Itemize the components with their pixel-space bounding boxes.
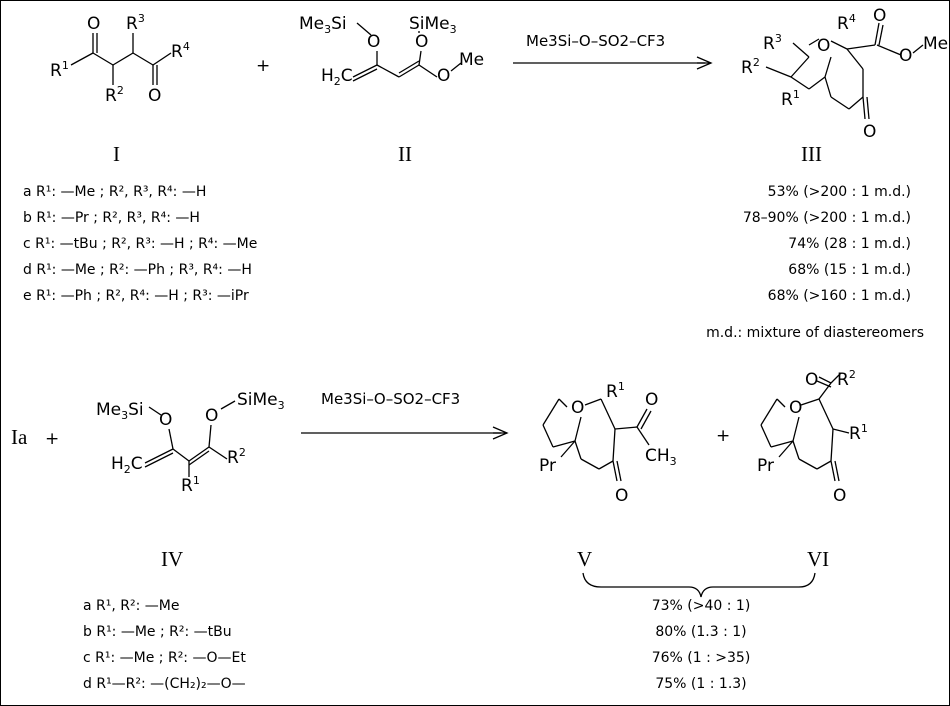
plus-sign-3: + — [716, 426, 730, 446]
reactant-Ia-label: Ia — [11, 425, 28, 449]
scheme2-yield-a: 73% (>40 : 1) — [652, 598, 751, 614]
svg-text:R1: R1 — [781, 88, 800, 110]
scheme1-row-b: b R¹: —Pr ; R², R³, R⁴: —H — [23, 210, 200, 226]
svg-text:O: O — [899, 46, 912, 66]
svg-text:Me: Me — [459, 50, 484, 70]
product-brace — [582, 572, 816, 598]
svg-text:O: O — [415, 32, 428, 52]
label-IV: IV — [161, 547, 183, 571]
scheme1-yield-e: 68% (>160 : 1 m.d.) — [768, 288, 911, 304]
svg-text:O: O — [437, 66, 450, 86]
svg-text:R1: R1 — [606, 380, 625, 402]
svg-text:R1: R1 — [849, 422, 868, 444]
reagent-label-2: Me3Si–O–SO2–CF3 — [321, 390, 460, 408]
svg-text:O: O — [205, 406, 218, 426]
svg-text:O: O — [159, 410, 172, 430]
scheme2-row-a: a R¹, R²: —Me — [83, 598, 179, 614]
svg-text:R4: R4 — [837, 12, 856, 34]
scheme2-yield-list: 73% (>40 : 1) 80% (1.3 : 1) 76% (1 : >35… — [652, 598, 751, 692]
svg-text:R2: R2 — [741, 56, 760, 78]
diastereomer-note: m.d.: mixture of diastereomers — [706, 325, 924, 341]
compound-IV-structure: Me3Si O SiMe3 O H2C R1 R2 — [96, 390, 285, 496]
svg-text:O: O — [148, 86, 161, 106]
label-II: II — [398, 142, 412, 166]
scheme1-substituent-list: a R¹: —Me ; R², R³, R⁴: —H b R¹: —Pr ; R… — [23, 184, 257, 304]
compound-III-structure: O R4 O O O Me R3 R2 R1 — [741, 6, 948, 142]
scheme1-yield-list: 53% (>200 : 1 m.d.) 78–90% (>200 : 1 m.d… — [743, 184, 911, 304]
svg-text:R1: R1 — [181, 474, 200, 496]
svg-text:Pr: Pr — [539, 456, 556, 476]
scheme1-row-e: e R¹: —Ph ; R², R⁴: —H ; R³: —iPr — [23, 288, 249, 304]
compound-V-structure: O O Pr R1 O CH3 — [539, 380, 677, 506]
svg-text:R2: R2 — [837, 368, 856, 390]
svg-text:R3: R3 — [763, 32, 782, 54]
svg-text:O: O — [789, 398, 802, 418]
svg-text:Me: Me — [923, 34, 948, 54]
scheme2-substituent-list: a R¹, R²: —Me b R¹: —Me ; R²: —tBu c R¹:… — [83, 598, 246, 692]
reagent-label-1: Me3Si–O–SO2–CF3 — [526, 32, 665, 50]
scheme2-row-d: d R¹—R²: —(CH₂)₂—O— — [83, 676, 246, 692]
reaction-arrow-2: Me3Si–O–SO2–CF3 — [301, 390, 509, 440]
scheme2-yield-c: 76% (1 : >35) — [652, 650, 751, 666]
scheme1-yield-a: 53% (>200 : 1 m.d.) — [768, 184, 911, 200]
svg-text:O: O — [833, 486, 846, 506]
scheme2-row-c: c R¹: —Me ; R²: —O—Et — [83, 650, 246, 666]
svg-text:R2: R2 — [105, 84, 124, 106]
scheme1-yield-d: 68% (15 : 1 m.d.) — [788, 262, 911, 278]
scheme1-row-d: d R¹: —Me ; R²: —Ph ; R³, R⁴: —H — [23, 262, 252, 278]
scheme1-yield-c: 74% (28 : 1 m.d.) — [788, 236, 911, 252]
scheme1-row-c: c R¹: —tBu ; R², R³: —H ; R⁴: —Me — [23, 236, 257, 252]
svg-text:O: O — [571, 398, 584, 418]
scheme2-yield-d: 75% (1 : 1.3) — [655, 676, 746, 692]
label-VI: VI — [807, 547, 829, 571]
svg-text:O: O — [805, 370, 818, 390]
svg-text:O: O — [615, 486, 628, 506]
svg-text:O: O — [817, 36, 830, 56]
scheme1-yield-b: 78–90% (>200 : 1 m.d.) — [743, 210, 911, 226]
reaction-arrow-1: Me3Si–O–SO2–CF3 — [513, 32, 713, 70]
compound-VI-structure: O O Pr R1 O R2 — [757, 368, 868, 506]
svg-text:R1: R1 — [50, 59, 69, 81]
svg-text:O: O — [367, 32, 380, 52]
svg-text:SiMe3: SiMe3 — [409, 14, 457, 36]
svg-text:SiMe3: SiMe3 — [237, 390, 285, 412]
compound-II-structure: Me3Si SiMe3 O O H2C O Me — [299, 14, 484, 88]
svg-text:Me3Si: Me3Si — [299, 14, 347, 36]
scheme2-row-b: b R¹: —Me ; R²: —tBu — [83, 624, 232, 640]
label-III: III — [801, 142, 822, 166]
scheme1-row-a: a R¹: —Me ; R², R³, R⁴: —H — [23, 184, 206, 200]
svg-text:O: O — [863, 122, 876, 142]
svg-text:O: O — [873, 6, 886, 26]
scheme2-yield-b: 80% (1.3 : 1) — [655, 624, 746, 640]
label-V: V — [577, 547, 592, 571]
compound-I-structure: O O R1 R2 R3 R4 — [50, 12, 190, 106]
svg-text:Me3Si: Me3Si — [96, 400, 144, 422]
plus-sign-1: + — [256, 56, 270, 76]
svg-text:CH3: CH3 — [645, 446, 677, 468]
svg-text:H2C: H2C — [111, 454, 143, 476]
svg-text:O: O — [87, 14, 100, 34]
svg-text:O: O — [645, 390, 658, 410]
svg-text:R4: R4 — [171, 40, 190, 62]
svg-text:Pr: Pr — [757, 456, 774, 476]
svg-text:R2: R2 — [227, 446, 246, 468]
label-I: I — [113, 142, 120, 166]
svg-text:R3: R3 — [126, 12, 145, 34]
svg-text:H2C: H2C — [321, 66, 353, 88]
plus-sign-2: + — [45, 429, 59, 449]
